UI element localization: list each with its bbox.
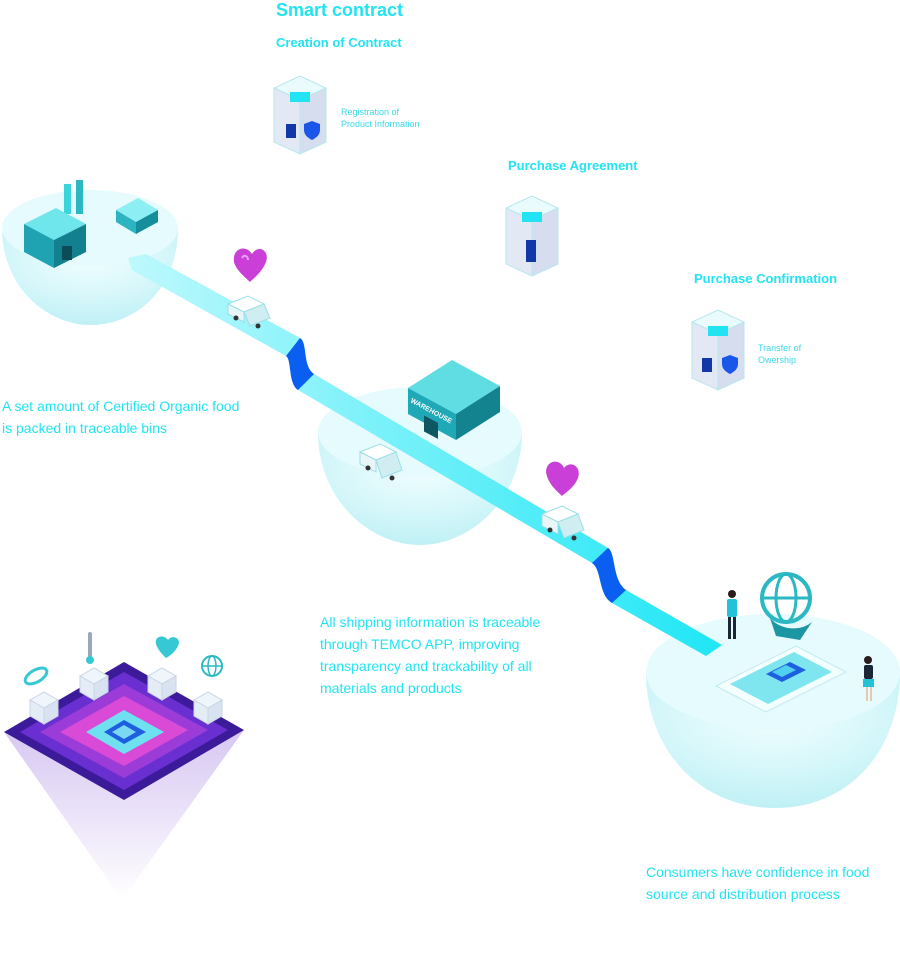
glass-cube-icon [28,691,60,725]
registration-line-2: Product Information [341,119,420,129]
consumer-description: Consumers have confidence in food source… [646,861,869,905]
leaf-icon [23,666,49,686]
shipping-description: All shipping information is traceable th… [320,611,540,699]
consumer-woman-icon [863,656,874,701]
purchase-agreement-heading: Purchase Agreement [508,158,638,173]
heart-icon [155,636,179,658]
globe-icon [760,572,812,640]
registration-cube-icon [272,75,328,155]
purchase-agreement-cube-icon [504,195,560,277]
transfer-label: Transfer of Owership [758,342,801,366]
factory-icon [24,180,158,268]
transfer-line-2: Owership [758,355,797,365]
delivery-truck-icon-2 [358,443,403,481]
consumer-line-1: Consumers have confidence in food [646,864,870,880]
shipping-line-4: materials and products [320,680,462,696]
delivery-truck-icon [226,295,271,329]
packing-line-1: A set amount of Certified Organic food [2,398,240,414]
shipping-line-2: through TEMCO APP, improving [320,636,520,652]
glass-cube-icon [146,667,178,701]
ownership-transfer-cube-icon [690,309,746,391]
registration-label: Registration of Product Information [341,106,420,130]
glass-cube-icon [78,667,110,701]
shipping-road [128,254,722,656]
organic-package-icon-2 [546,461,579,496]
creation-of-contract-heading: Creation of Contract [276,35,402,50]
smart-contract-title: Smart contract [276,0,404,20]
registration-line-1: Registration of [341,107,400,117]
organic-package-icon [233,248,267,282]
glass-cube-icon [192,691,224,725]
transfer-line-1: Transfer of [758,343,802,353]
purchase-confirmation-heading: Purchase Confirmation [694,271,838,286]
thermometer-icon [86,632,94,664]
globe-small-icon [201,655,223,677]
delivery-truck-icon-3 [540,505,585,541]
shipping-line-3: transparency and trackability of all [320,658,532,674]
warehouse-icon: WAREHOUSE [408,360,500,440]
packing-line-2: is packed in traceable bins [2,420,167,436]
consumer-man-icon [727,590,737,639]
consumer-line-2: source and distribution process [646,886,840,902]
packing-description: A set amount of Certified Organic food i… [2,395,239,439]
smartphone-qr-icon [714,645,848,713]
temco-platform-icon [4,632,244,900]
shipping-line-1: All shipping information is traceable [320,614,541,630]
